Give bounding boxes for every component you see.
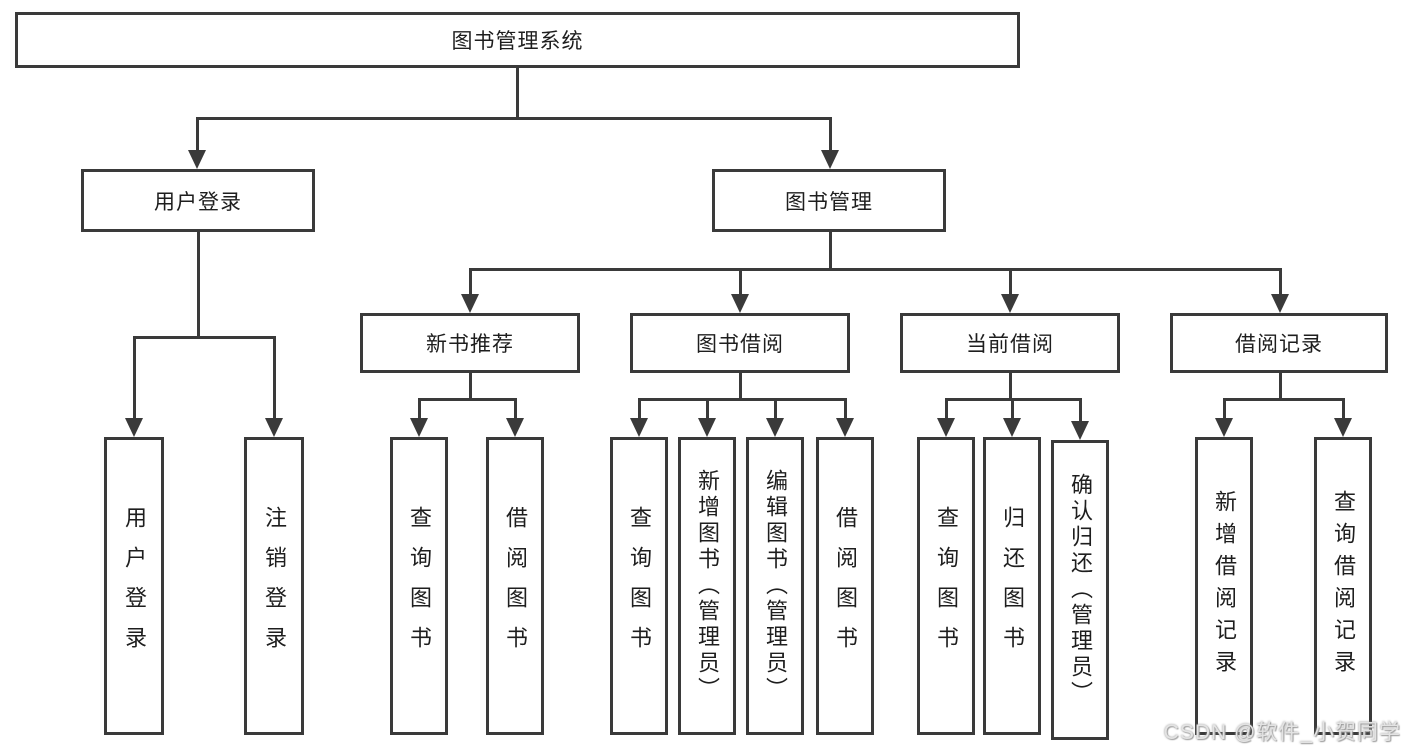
leaf-query-borrow-record: 查询借阅记录 [1314, 437, 1372, 735]
leaf-edit-books-admin-label: 编辑图书（管理员） [763, 469, 788, 703]
leaf-confirm-return-admin-label: 确认归还（管理员） [1068, 473, 1093, 707]
connector-drop [705, 398, 709, 419]
connector-new-book-stem [468, 373, 472, 401]
connector-drop [1078, 398, 1082, 422]
node-root-system: 图书管理系统 [15, 12, 1020, 68]
arrowhead-icon [410, 418, 428, 437]
arrowhead-icon [1003, 418, 1021, 437]
leaf-borrow-books: 借阅图书 [816, 437, 874, 735]
node-new-book-recommend-label: 新书推荐 [426, 333, 514, 356]
arrowhead-icon [125, 418, 143, 437]
connector-login-stem [196, 232, 200, 338]
node-root-label: 图书管理系统 [451, 30, 584, 53]
connector-drop-login-leaf1 [132, 336, 136, 419]
connector-drop [1341, 398, 1345, 419]
connector-login-rail [132, 336, 276, 339]
connector-level3-rail [468, 268, 1282, 271]
leaf-logout: 注销登录 [244, 437, 304, 735]
leaf-borrow-books-recommend-label: 借阅图书 [503, 506, 528, 666]
leaf-return-books-label: 归还图书 [1000, 506, 1025, 666]
arrowhead-icon [821, 150, 839, 169]
leaf-edit-books-admin: 编辑图书（管理员） [746, 437, 804, 735]
arrowhead-icon [698, 418, 716, 437]
arrowhead-icon [630, 418, 648, 437]
leaf-add-books-admin: 新增图书（管理员） [678, 437, 736, 735]
leaf-return-books: 归还图书 [983, 437, 1041, 735]
connector-drop [944, 398, 948, 419]
leaf-add-borrow-record: 新增借阅记录 [1195, 437, 1253, 735]
arrowhead-icon [937, 418, 955, 437]
connector-drop-login [195, 117, 199, 151]
node-current-borrow-label: 当前借阅 [966, 333, 1054, 356]
arrowhead-icon [188, 150, 206, 169]
connector-borrow-records-rail [1222, 398, 1345, 401]
connector-drop [1010, 398, 1014, 419]
node-book-borrow: 图书借阅 [630, 313, 850, 373]
connector-root-stem [515, 68, 519, 119]
arrowhead-icon [1271, 294, 1289, 313]
arrowhead-icon [1001, 294, 1019, 313]
leaf-user-login: 用户登录 [104, 437, 164, 735]
connector-drop-management [828, 117, 832, 151]
connector-drop-new-book [468, 268, 472, 296]
node-new-book-recommend: 新书推荐 [360, 313, 580, 373]
node-borrow-records-label: 借阅记录 [1235, 333, 1323, 356]
connector-borrow-records-stem [1278, 373, 1282, 401]
arrowhead-icon [265, 418, 283, 437]
watermark: CSDN @软件_小贺同学 [1163, 721, 1401, 744]
connector-drop-borrow-records [1278, 268, 1282, 296]
arrowhead-icon [1071, 421, 1089, 440]
arrowhead-icon [731, 294, 749, 313]
node-book-management-label: 图书管理 [785, 190, 873, 214]
arrowhead-icon [506, 418, 524, 437]
connector-level2-rail [196, 117, 832, 120]
node-user-login: 用户登录 [81, 169, 315, 232]
leaf-query-borrow-record-label: 查询借阅记录 [1331, 490, 1356, 682]
leaf-confirm-return-admin: 确认归还（管理员） [1051, 440, 1109, 740]
connector-management-stem [828, 232, 832, 271]
leaf-add-borrow-record-label: 新增借阅记录 [1212, 490, 1237, 682]
connector-book-borrow-rail [637, 398, 847, 401]
leaf-add-books-admin-label: 新增图书（管理员） [695, 469, 720, 703]
arrowhead-icon [766, 418, 784, 437]
connector-drop [417, 398, 421, 419]
connector-drop [773, 398, 777, 419]
arrowhead-icon [836, 418, 854, 437]
node-user-login-label: 用户登录 [154, 190, 242, 214]
arrowhead-icon [1334, 418, 1352, 437]
connector-drop-login-leaf2 [272, 336, 276, 419]
connector-drop-current-borrow [1008, 268, 1012, 296]
leaf-query-books-current-label: 查询图书 [934, 506, 959, 666]
node-current-borrow: 当前借阅 [900, 313, 1120, 373]
leaf-query-books-current: 查询图书 [917, 437, 975, 735]
connector-drop-book-borrow [738, 268, 742, 296]
arrowhead-icon [1215, 418, 1233, 437]
leaf-query-books-borrow: 查询图书 [610, 437, 668, 735]
node-borrow-records: 借阅记录 [1170, 313, 1388, 373]
connector-drop [637, 398, 641, 419]
connector-drop [1222, 398, 1226, 419]
leaf-query-books-recommend-label: 查询图书 [407, 506, 432, 666]
connector-drop [843, 398, 847, 419]
leaf-logout-label: 注销登录 [262, 506, 287, 666]
leaf-query-books-recommend: 查询图书 [390, 437, 448, 735]
leaf-borrow-books-recommend: 借阅图书 [486, 437, 544, 735]
node-book-management: 图书管理 [712, 169, 946, 232]
connector-current-borrow-stem [1008, 373, 1012, 401]
arrowhead-icon [461, 294, 479, 313]
leaf-user-login-label: 用户登录 [122, 506, 147, 666]
connector-new-book-rail [417, 398, 517, 401]
node-book-borrow-label: 图书借阅 [696, 333, 784, 356]
connector-drop [513, 398, 517, 419]
leaf-query-books-borrow-label: 查询图书 [627, 506, 652, 666]
leaf-borrow-books-label: 借阅图书 [833, 506, 858, 666]
connector-book-borrow-stem [738, 373, 742, 401]
